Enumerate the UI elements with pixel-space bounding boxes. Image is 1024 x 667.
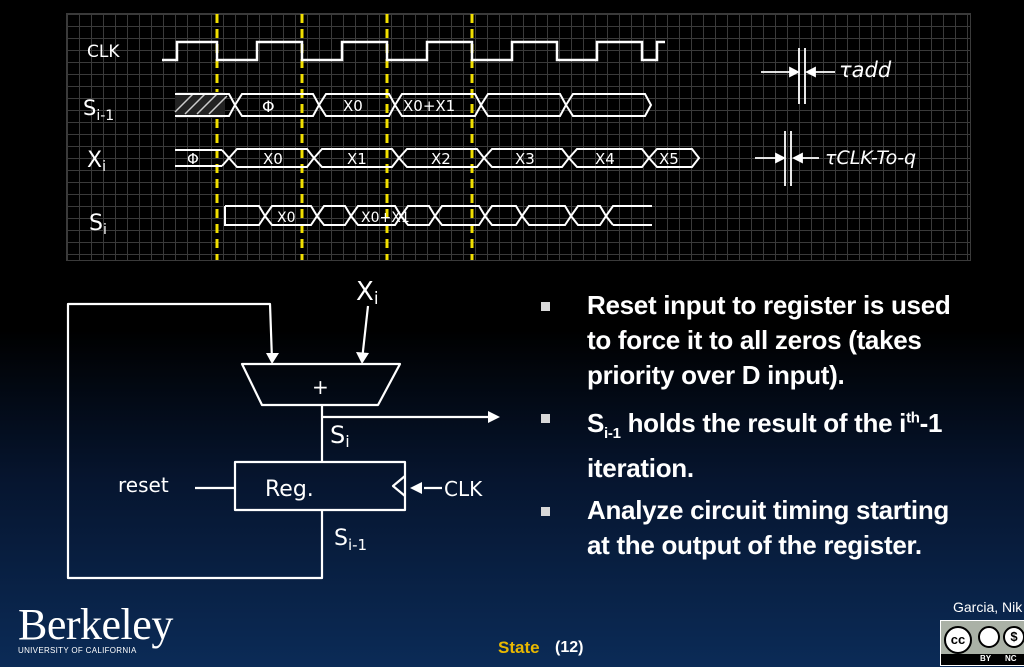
si-1-value-2: X0+X1 (403, 97, 455, 115)
tau-add-label: τadd (839, 58, 892, 82)
noncommercial-icon: $ (1003, 626, 1024, 648)
signal-xi-label: Xi (87, 148, 106, 175)
circuit-input-label: Xi (356, 277, 379, 309)
clk-waveform (162, 40, 665, 62)
accumulator-circuit: Xi + Si Reg. reset CLK Si-1 (0, 260, 520, 590)
register-output-label: Si-1 (334, 526, 367, 554)
adder-symbol: + (312, 375, 329, 399)
bullet-item: Reset input to register is used to force… (535, 288, 975, 393)
bullet-marker (541, 506, 550, 516)
signal-si-label: Si (89, 211, 107, 238)
si-1-value-0: Φ (262, 97, 275, 116)
license-nc-label: NC (1005, 654, 1017, 663)
xi-value-2: X1 (347, 150, 367, 168)
timing-diagram-drawing: CLK Si-1 Xi Si Φ X0 X0+X1 (83, 14, 916, 260)
tau-clk-to-q-marker (755, 131, 819, 186)
clock-edge-guides (215, 14, 474, 260)
xi-value-5: X4 (595, 150, 615, 168)
si-value-1: X0+X1 (361, 210, 410, 226)
bullet-text: Analyze circuit timing starting at the o… (587, 494, 949, 560)
bullet-marker (541, 302, 550, 311)
xi-value-3: X2 (431, 150, 451, 168)
slide-title: State (498, 638, 540, 657)
signal-si-minus-1-label: Si-1 (83, 96, 114, 124)
bullet-marker (541, 414, 550, 423)
xi-waveform (175, 148, 701, 168)
circuit-drawing: Xi + Si Reg. reset CLK Si-1 (66, 277, 500, 580)
si-minus-1-waveform (174, 92, 653, 118)
clk-label: CLK (444, 477, 483, 501)
license-bar (941, 654, 1024, 665)
si-waveform (224, 205, 652, 226)
xi-value-0: Φ (187, 150, 199, 168)
timing-diagram: CLK Si-1 Xi Si Φ X0 X0+X1 (66, 13, 971, 261)
xi-value-1: X0 (263, 150, 283, 168)
attribution-icon (978, 626, 1000, 648)
berkeley-logo: Berkeley UNIVERSITY OF CALIFORNIA (18, 600, 173, 656)
logo-wordmark: Berkeley (18, 600, 173, 649)
author-name: Garcia, Nik (953, 599, 1023, 615)
bullet-item: Analyze circuit timing starting at the o… (535, 493, 975, 563)
adder-output-label: Si (330, 421, 350, 451)
bullet-text: Si-1 holds the result of the ith-1 itera… (587, 407, 943, 483)
tau-clk-to-q-label: τCLK-To-q (825, 147, 916, 169)
bullet-list: Reset input to register is used to force… (535, 288, 975, 570)
bullet-item: Si-1 holds the result of the ith-1 itera… (535, 400, 975, 486)
slide-number: (12) (555, 639, 584, 656)
tau-add-marker (761, 48, 835, 104)
si-1-value-1: X0 (343, 97, 363, 115)
si-value-0: X0 (277, 210, 296, 226)
creative-commons-badge: cc $ BY NC (940, 620, 1024, 666)
bullet-text: Reset input to register is used to force… (587, 290, 951, 390)
cc-icon: cc (944, 626, 972, 654)
logo-subtitle: UNIVERSITY OF CALIFORNIA (18, 646, 137, 655)
signal-clk-label: CLK (87, 42, 120, 62)
license-by-label: BY (980, 654, 992, 663)
register-label: Reg. (265, 477, 314, 502)
reset-label: reset (118, 473, 169, 497)
adder-shape (240, 362, 402, 407)
xi-value-4: X3 (515, 150, 535, 168)
xi-value-6: X5 (659, 150, 679, 168)
register-box (233, 460, 407, 512)
